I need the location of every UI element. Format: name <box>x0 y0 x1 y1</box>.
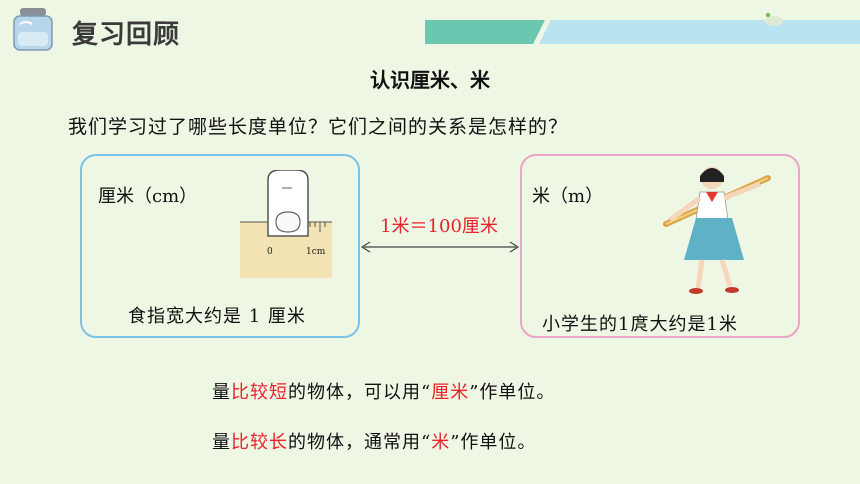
centimeter-caption: 食指宽大约是 1 厘米 <box>128 306 306 327</box>
ruler-unit-label: 1cm <box>306 247 326 257</box>
jar-icon <box>13 8 53 51</box>
centimeter-label: 厘米（cm） <box>98 186 198 207</box>
summary-line-long: 量比较长的物体，通常用“米”作单位。 <box>212 432 537 453</box>
girl-stretching-arms-illustration <box>663 167 771 294</box>
highlight-longer: 比较长 <box>231 432 288 453</box>
finger-ruler-illustration: 0 1cm <box>240 170 332 278</box>
header-band <box>425 20 860 44</box>
relation-text: 1米＝100厘米 <box>380 216 498 237</box>
leaf-icon <box>765 12 783 26</box>
meter-caption: 小学生的1庹大约是1米 <box>542 314 738 335</box>
section-title: 复习回顾 <box>72 20 181 50</box>
meter-label: 米（m） <box>532 186 604 207</box>
highlight-unit-m: 米 <box>431 432 451 453</box>
ruler-zero-label: 0 <box>267 247 273 257</box>
lesson-subtitle: 认识厘米、米 <box>370 68 490 92</box>
highlight-unit-cm: 厘米 <box>431 382 470 403</box>
highlight-shorter: 比较短 <box>231 382 288 403</box>
double-arrow-icon <box>360 241 520 253</box>
summary-line-short: 量比较短的物体，可以用“厘米”作单位。 <box>212 382 556 403</box>
review-question: 我们学习过了哪些长度单位？它们之间的关系是怎样的？ <box>68 116 569 138</box>
